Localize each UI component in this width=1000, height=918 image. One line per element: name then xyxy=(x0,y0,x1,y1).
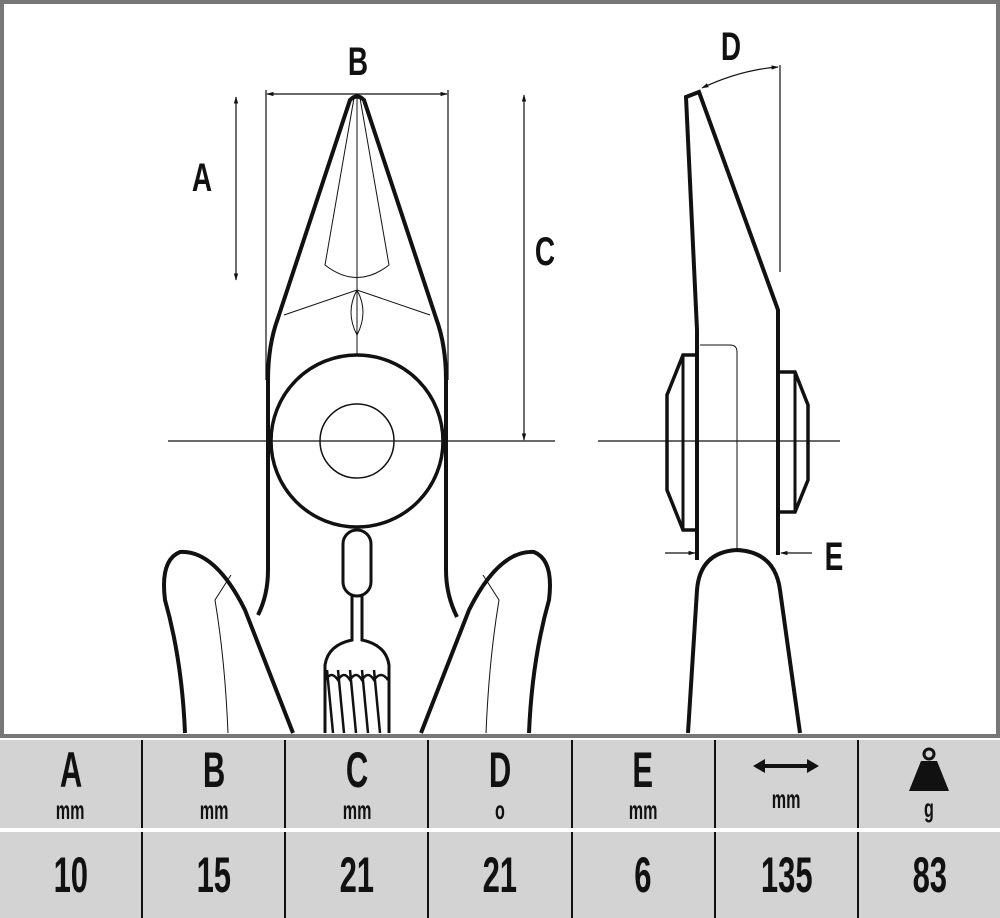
header-unit: mm xyxy=(628,795,658,825)
spec-value-row: 10 15 21 21 6 135 83 xyxy=(0,832,1000,918)
side-jaw-outline xyxy=(683,89,780,560)
row-separator xyxy=(0,828,1000,832)
header-unit: o xyxy=(495,795,505,825)
header-unit: mm xyxy=(771,784,801,814)
header-unit: g xyxy=(924,793,935,823)
pivot-circle xyxy=(269,353,445,529)
label-d: D xyxy=(721,25,741,69)
header-unit: mm xyxy=(342,795,372,825)
value-d: 21 xyxy=(427,832,570,918)
value-b: 15 xyxy=(141,832,284,918)
value-e: 6 xyxy=(570,832,714,918)
label-e: E xyxy=(825,535,844,579)
value-text: 10 xyxy=(53,847,88,903)
label-c: C xyxy=(535,230,555,274)
header-label: C xyxy=(345,742,369,798)
header-length: mm xyxy=(713,740,857,828)
jaw-outline xyxy=(256,94,459,618)
value-text: 135 xyxy=(760,847,813,903)
value-weight: 83 xyxy=(856,832,1000,918)
right-handle xyxy=(419,549,552,734)
left-washer xyxy=(665,353,697,532)
value-text: 21 xyxy=(482,847,518,903)
header-label: A xyxy=(59,742,82,798)
value-length: 135 xyxy=(713,832,857,918)
header-label: B xyxy=(202,742,225,798)
drawing-frame xyxy=(0,0,1000,738)
value-c: 21 xyxy=(284,832,427,918)
spring-capsule xyxy=(341,528,373,598)
left-handle xyxy=(162,549,295,734)
value-a: 10 xyxy=(0,832,141,918)
weight-icon xyxy=(909,747,950,791)
header-unit: mm xyxy=(199,795,229,825)
value-text: 6 xyxy=(634,847,652,903)
dimension-d-arc xyxy=(701,65,779,89)
side-handle xyxy=(686,547,802,734)
right-washer xyxy=(778,370,810,514)
header-label: E xyxy=(632,742,654,798)
spring-coil xyxy=(324,669,390,734)
value-text: 21 xyxy=(339,847,375,903)
double-arrow-length-icon xyxy=(753,759,820,773)
header-label: D xyxy=(488,742,512,798)
plier-technical-drawing: A B C D E xyxy=(0,0,1000,738)
value-text: 83 xyxy=(912,847,947,903)
header-weight: g xyxy=(856,740,1000,828)
value-text: 15 xyxy=(196,847,231,903)
label-b: B xyxy=(348,40,368,84)
header-unit: mm xyxy=(56,795,85,825)
label-a: A xyxy=(192,156,212,200)
pivot-bolt xyxy=(319,403,395,479)
